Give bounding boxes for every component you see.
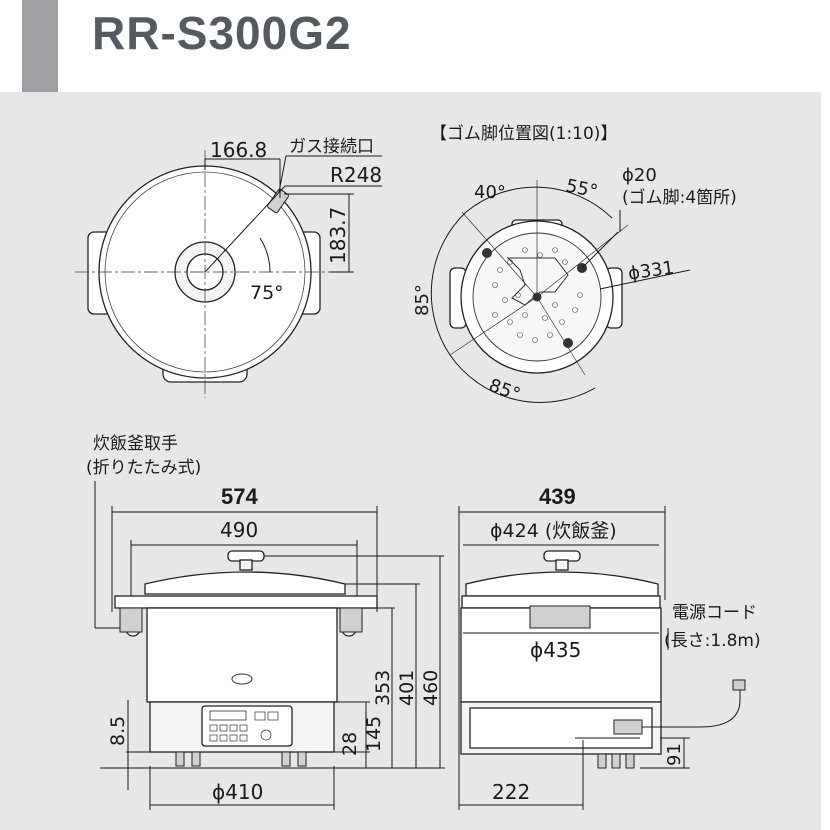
angle-arc-top	[465, 186, 613, 219]
dim-435-label: ϕ435	[530, 638, 581, 662]
right-edge-strip	[821, 0, 830, 830]
right-handle-bracket	[339, 607, 363, 633]
side-foot-3	[625, 753, 635, 769]
lid-knob-stem	[239, 559, 253, 571]
rim-band	[114, 595, 378, 609]
gas-inlet-fitting	[267, 188, 289, 214]
cord-label: 電源コード	[672, 603, 757, 623]
foot-diameter-leader	[581, 231, 619, 269]
dim-91-label: 91	[664, 743, 685, 766]
side-lid-knob-stem	[555, 559, 569, 571]
power-plug	[732, 679, 746, 691]
angle-75-label: 75°	[250, 282, 284, 304]
top-view: 166.8 ガス接続口 R248 183.7 75°	[75, 137, 382, 398]
dim-222-label: 222	[492, 780, 530, 804]
cord-length-label: (長さ:1.8m)	[664, 631, 761, 651]
side-view: 439 ϕ424 (炊飯釜) ϕ435 電源コード (	[458, 484, 761, 810]
rubber-feet-title: 【ゴム脚位置図(1:10)】	[430, 123, 617, 144]
power-cord	[642, 688, 741, 728]
circle-diameter-leader	[599, 269, 691, 290]
dim-424-label: ϕ424 (炊飯釜)	[490, 520, 617, 542]
angle-55-label: 55°	[564, 175, 600, 202]
header-accent-block	[22, 0, 58, 92]
rubber-feet-view: 【ゴム脚位置図(1:10)】	[412, 123, 737, 406]
dim-460-label: 460	[420, 670, 442, 706]
side-gas-connector	[613, 719, 643, 735]
angle-75-arc	[259, 237, 271, 273]
left-handle-bracket	[119, 607, 143, 633]
model-title: RR-S300G2	[92, 7, 352, 59]
front-foot-2	[191, 751, 201, 767]
control-display	[209, 710, 247, 721]
handle-note: (折りたたみ式)	[86, 458, 201, 478]
dim-490-label: 490	[220, 518, 258, 542]
angle-arc-left	[430, 211, 467, 356]
foot-line-1	[461, 211, 538, 298]
gas-inlet-leader-drop	[278, 155, 287, 193]
dim-401-label: 401	[396, 670, 418, 706]
foot-count-note: (ゴム脚:4箇所)	[622, 187, 737, 208]
angle-40-label: 40°	[474, 182, 506, 203]
front-foot-4	[297, 751, 307, 767]
dim-28-label: 28	[339, 732, 361, 756]
front-foot-1	[175, 751, 185, 767]
circle-diameter-label: ϕ331	[627, 257, 676, 284]
side-foot-2	[611, 753, 621, 769]
dim-410-label: ϕ410	[212, 780, 263, 804]
header-bar	[0, 0, 830, 92]
lid	[144, 571, 346, 595]
front-body-upper	[146, 607, 338, 703]
foot-diameter-label: ϕ20	[622, 165, 657, 186]
dim-183-label: 183.7	[326, 207, 350, 264]
radius-label: R248	[330, 163, 382, 187]
handle-label: 炊飯釜取手	[93, 434, 178, 454]
base-bracket	[506, 257, 569, 306]
dim-574-label: 574	[221, 484, 258, 509]
radius-line	[204, 185, 286, 273]
control-buttons	[209, 711, 279, 742]
rubber-foot-4	[563, 338, 573, 348]
dim-439-label: 439	[539, 484, 576, 509]
foot-line-3	[536, 296, 586, 376]
angle-85-left-label: 85°	[412, 284, 433, 316]
front-view: 炊飯釜取手 (折りたたみ式) 574 490	[86, 434, 445, 810]
side-front-handle-overlay	[529, 605, 591, 629]
angle-arc-bottom	[449, 354, 596, 403]
dim-145-label: 145	[363, 716, 385, 752]
side-lid	[465, 571, 659, 597]
dim-8-5-label: 8.5	[107, 716, 129, 746]
dim-166-label: 166.8	[210, 138, 267, 162]
brand-badge	[231, 673, 253, 685]
rubber-foot-1	[482, 248, 492, 258]
gas-inlet-label: ガス接続口	[289, 137, 374, 157]
angle-85-bottom-label: 85°	[486, 375, 523, 406]
foot-line-4	[449, 296, 538, 356]
front-foot-3	[281, 751, 291, 767]
side-foot-1	[597, 753, 607, 769]
dim-353-label: 353	[372, 670, 394, 706]
